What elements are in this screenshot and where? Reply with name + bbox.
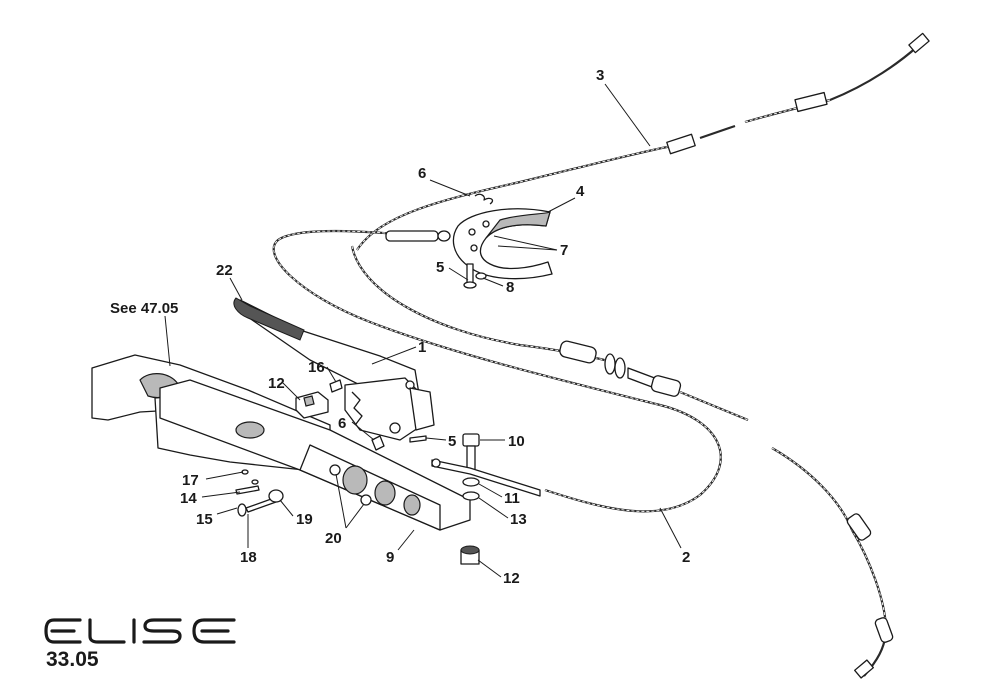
bolt-10 [462, 433, 480, 473]
callout-7: 7 [560, 242, 568, 259]
cable-2 [272, 229, 722, 513]
callout-2: 2 [682, 549, 690, 566]
callout-4: 4 [576, 183, 585, 200]
elise-logo [44, 618, 236, 644]
pin-5-upper [463, 263, 487, 289]
callout-19: 18 [240, 549, 257, 566]
callout-15: 14 [180, 490, 197, 507]
callout-9: 9 [386, 549, 394, 566]
callout-6-upper: 6 [418, 165, 426, 182]
washers-11-12 [462, 477, 480, 501]
cable-rh-stub [771, 447, 894, 679]
callout-11: 11 [504, 490, 520, 507]
callout-8: 8 [506, 279, 514, 296]
spacer-13 [460, 545, 480, 565]
callout-10: 10 [508, 433, 525, 450]
callout-17: 17 [182, 472, 199, 489]
page-code: 33.05 [46, 648, 99, 671]
callout-13: 12 [503, 570, 520, 587]
fixings [235, 435, 427, 517]
callout-5-lower: 5 [448, 433, 456, 450]
callout-14: 12 [268, 375, 285, 392]
callout-18: 16 [308, 359, 325, 376]
callout-16: 15 [196, 511, 213, 528]
callout-20: 19 [296, 511, 313, 528]
rod-end [431, 458, 541, 497]
callout-21: 20 [325, 530, 342, 547]
reference-note: See 47.05 [110, 300, 178, 317]
callout-1: 1 [418, 339, 426, 356]
inner-cable [350, 245, 749, 422]
callout-6-lower: 6 [338, 415, 346, 432]
callout-3: 3 [596, 67, 604, 84]
callout-labels: 3 6 4 7 5 8 22 See 47.05 1 16 12 6 5 10 … [110, 67, 690, 587]
leader-lines [164, 83, 682, 578]
callout-5-upper: 5 [436, 259, 444, 276]
screw-18 [329, 379, 343, 393]
switch-14 [295, 391, 329, 419]
callout-12: 13 [510, 511, 527, 528]
handbrake-lever-1 [233, 297, 435, 441]
cable-3 [356, 32, 930, 251]
callout-22: 22 [216, 262, 233, 279]
